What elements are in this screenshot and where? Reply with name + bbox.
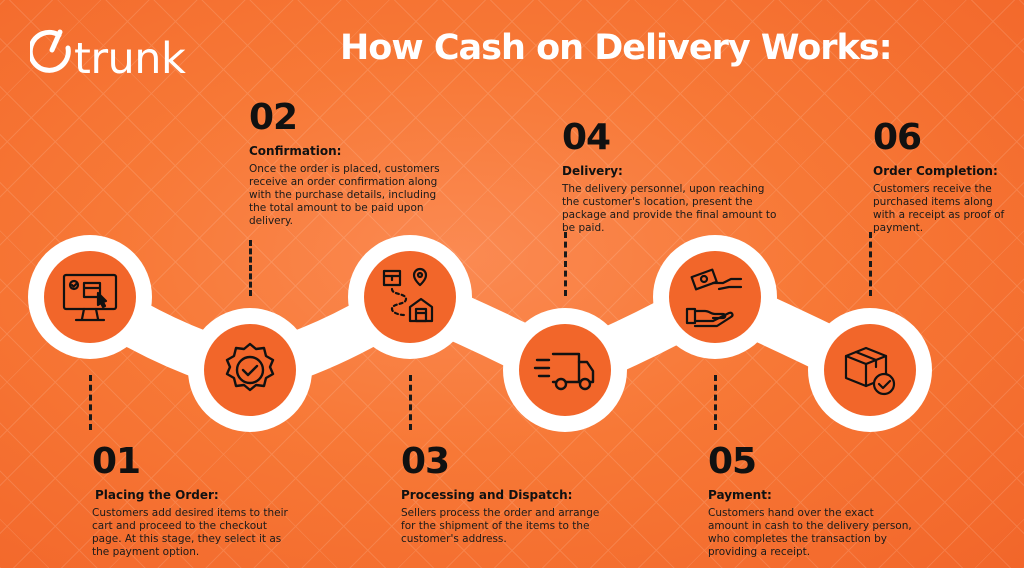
verified-badge-icon xyxy=(225,342,275,392)
step-number: 02 xyxy=(249,97,298,138)
computer-checkout-icon xyxy=(62,273,118,322)
step-4: 04 Delivery: The delivery personnel, upo… xyxy=(562,120,777,235)
step-number: 03 xyxy=(401,441,450,482)
step-6: 06 Order Completion: Customers receive t… xyxy=(873,120,1008,235)
delivery-truck-icon xyxy=(533,352,595,391)
page-title: How Cash on Delivery Works: xyxy=(340,28,893,68)
step-2-circle xyxy=(204,324,296,416)
step-6-circle xyxy=(824,324,916,416)
step-5: 05 Payment: Customers hand over the exac… xyxy=(708,444,913,559)
step-4-circle xyxy=(519,324,611,416)
step-description: Sellers process the order and arrange fo… xyxy=(401,507,600,545)
step-2: 02 Confirmation: Once the order is place… xyxy=(249,100,454,228)
connector-step-1 xyxy=(89,375,92,430)
connector-step-6 xyxy=(869,232,872,296)
connector-step-3 xyxy=(409,375,412,430)
step-title: Delivery: xyxy=(562,164,623,178)
logo-mark-icon xyxy=(30,29,71,73)
step-number: 05 xyxy=(708,441,757,482)
connector-step-4 xyxy=(564,232,567,296)
step-title: Placing the Order: xyxy=(95,488,219,502)
connector-step-2 xyxy=(249,240,252,296)
step-number: 06 xyxy=(873,117,922,158)
step-description: Customers add desired items to their car… xyxy=(92,507,288,558)
cash-handover-icon xyxy=(685,268,743,328)
step-description: The delivery personnel, upon reaching th… xyxy=(562,183,777,234)
logo-text: trunk xyxy=(74,34,186,84)
step-3-circle xyxy=(364,251,456,343)
step-description: Once the order is placed, customers rece… xyxy=(249,163,440,227)
step-5-circle xyxy=(669,251,761,343)
step-title: Confirmation: xyxy=(249,144,342,158)
step-number: 01 xyxy=(92,441,141,482)
step-title: Order Completion: xyxy=(873,164,998,178)
step-3: 03 Processing and Dispatch: Sellers proc… xyxy=(401,444,616,546)
package-check-icon xyxy=(844,346,896,396)
shipping-route-icon xyxy=(382,267,434,323)
connector-step-5 xyxy=(714,375,717,430)
step-1: 01 Placing the Order: Customers add desi… xyxy=(92,444,292,559)
step-title: Payment: xyxy=(708,488,772,502)
step-description: Customers hand over the exact amount in … xyxy=(708,507,912,558)
step-title: Processing and Dispatch: xyxy=(401,488,573,502)
step-description: Customers receive the purchased items al… xyxy=(873,183,1005,234)
step-1-circle xyxy=(44,251,136,343)
step-number: 04 xyxy=(562,117,611,158)
